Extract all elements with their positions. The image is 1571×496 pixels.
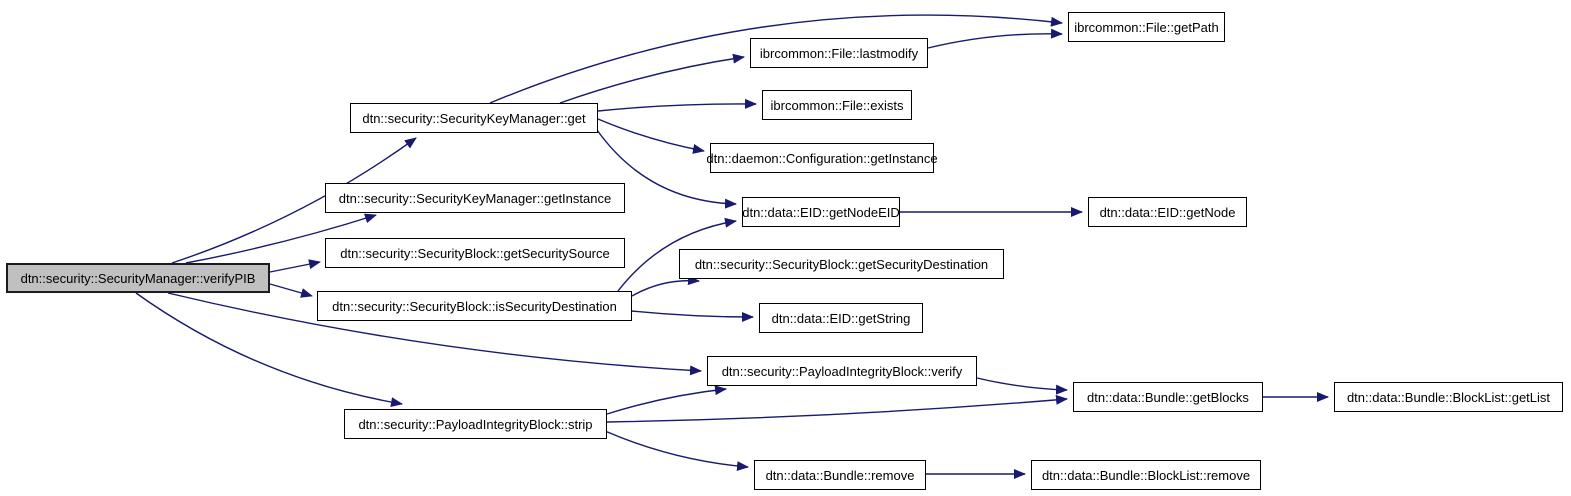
- call-edge-pibStrip-to-getBlocks: [606, 394, 1068, 423]
- graph-node-label: dtn::security::PayloadIntegrityBlock::st…: [358, 416, 593, 432]
- call-edge-isSecurityDestination-to-getSecurityDestination: [631, 275, 700, 297]
- call-edge-lastmodify-to-getPath: [927, 28, 1063, 49]
- graph-node-label: dtn::security::SecurityBlock::isSecurity…: [332, 298, 617, 314]
- graph-node-label: dtn::data::Bundle::BlockList::remove: [1041, 467, 1251, 483]
- graph-node-label: dtn::security::PayloadIntegrityBlock::ve…: [721, 363, 963, 379]
- graph-node-getList[interactable]: dtn::data::Bundle::BlockList::getList: [1334, 382, 1563, 412]
- graph-node-pibVerify[interactable]: dtn::security::PayloadIntegrityBlock::ve…: [707, 356, 977, 386]
- graph-node-label: ibrcommon::File::getPath: [1074, 19, 1219, 35]
- graph-node-getNode[interactable]: dtn::data::EID::getNode: [1088, 197, 1247, 227]
- graph-node-label: dtn::security::SecurityBlock::getSecurit…: [694, 256, 989, 272]
- graph-node-blockListRemove[interactable]: dtn::data::Bundle::BlockList::remove: [1031, 460, 1261, 490]
- call-edge-get-to-lastmodify: [559, 53, 745, 104]
- graph-node-getSecurityDestination[interactable]: dtn::security::SecurityBlock::getSecurit…: [679, 249, 1004, 279]
- call-edge-get-to-getPath: [489, 14, 1063, 104]
- call-edge-verifyPIB-to-get: [171, 137, 417, 264]
- call-edge-verifyPIB-to-isSecurityDestination: [269, 283, 313, 298]
- graph-node-get[interactable]: dtn::security::SecurityKeyManager::get: [350, 103, 598, 133]
- graph-node-label: dtn::data::Bundle::getBlocks: [1087, 389, 1249, 405]
- graph-node-label: dtn::security::SecurityKeyManager::get: [362, 110, 586, 126]
- graph-node-pibStrip[interactable]: dtn::security::PayloadIntegrityBlock::st…: [344, 409, 607, 439]
- graph-node-getString[interactable]: dtn::data::EID::getString: [759, 303, 923, 333]
- graph-node-label: ibrcommon::File::exists: [770, 97, 904, 113]
- graph-node-bundleRemove[interactable]: dtn::data::Bundle::remove: [754, 460, 926, 490]
- graph-node-lastmodify[interactable]: ibrcommon::File::lastmodify: [750, 38, 928, 68]
- graph-node-label: dtn::security::SecurityKeyManager::getIn…: [338, 190, 612, 206]
- graph-node-configGetInstance[interactable]: dtn::daemon::Configuration::getInstance: [706, 143, 938, 173]
- call-edge-verifyPIB-to-pibStrip: [135, 292, 403, 408]
- call-edge-pibStrip-to-bundleRemove: [604, 430, 749, 472]
- call-edge-verifyPIB-to-getSecuritySource: [269, 259, 321, 273]
- graph-node-label: dtn::data::Bundle::remove: [765, 467, 915, 483]
- graph-node-label: dtn::security::SecurityBlock::getSecurit…: [340, 245, 610, 261]
- graph-node-keyGetInstance[interactable]: dtn::security::SecurityKeyManager::getIn…: [325, 183, 625, 213]
- graph-node-getPath[interactable]: ibrcommon::File::getPath: [1068, 12, 1225, 42]
- call-edge-isSecurityDestination-to-getNodeEID: [617, 217, 737, 292]
- call-edge-pibStrip-to-pibVerify: [606, 385, 727, 415]
- graph-node-label: ibrcommon::File::lastmodify: [759, 45, 919, 61]
- graph-node-getSecuritySource[interactable]: dtn::security::SecurityBlock::getSecurit…: [325, 238, 625, 268]
- graph-node-label: dtn::daemon::Configuration::getInstance: [706, 150, 938, 166]
- call-edge-pibVerify-to-getBlocks: [976, 377, 1068, 395]
- graph-node-label: dtn::security::SecurityManager::verifyPI…: [20, 270, 256, 286]
- graph-node-getNodeEID[interactable]: dtn::data::EID::getNodeEID: [742, 197, 900, 227]
- call-edge-get-to-exists: [597, 98, 757, 112]
- graph-node-isSecurityDestination[interactable]: dtn::security::SecurityBlock::isSecurity…: [317, 291, 632, 321]
- graph-node-label: dtn::data::EID::getString: [771, 310, 911, 326]
- graph-node-getBlocks[interactable]: dtn::data::Bundle::getBlocks: [1073, 382, 1263, 412]
- call-edge-verifyPIB-to-keyGetInstance: [185, 213, 377, 264]
- graph-node-verifyPIB: dtn::security::SecurityManager::verifyPI…: [6, 263, 270, 293]
- graph-node-label: dtn::data::EID::getNodeEID: [742, 204, 900, 220]
- call-edge-get-to-configGetInstance: [597, 118, 705, 154]
- graph-node-exists[interactable]: ibrcommon::File::exists: [762, 90, 912, 120]
- call-edge-verifyPIB-to-pibVerify: [167, 292, 702, 376]
- call-edge-isSecurityDestination-to-getString: [631, 310, 754, 322]
- graph-node-label: dtn::data::Bundle::BlockList::getList: [1346, 389, 1551, 405]
- call-edge-get-to-getNodeEID: [596, 129, 737, 209]
- graph-node-label: dtn::data::EID::getNode: [1099, 204, 1236, 220]
